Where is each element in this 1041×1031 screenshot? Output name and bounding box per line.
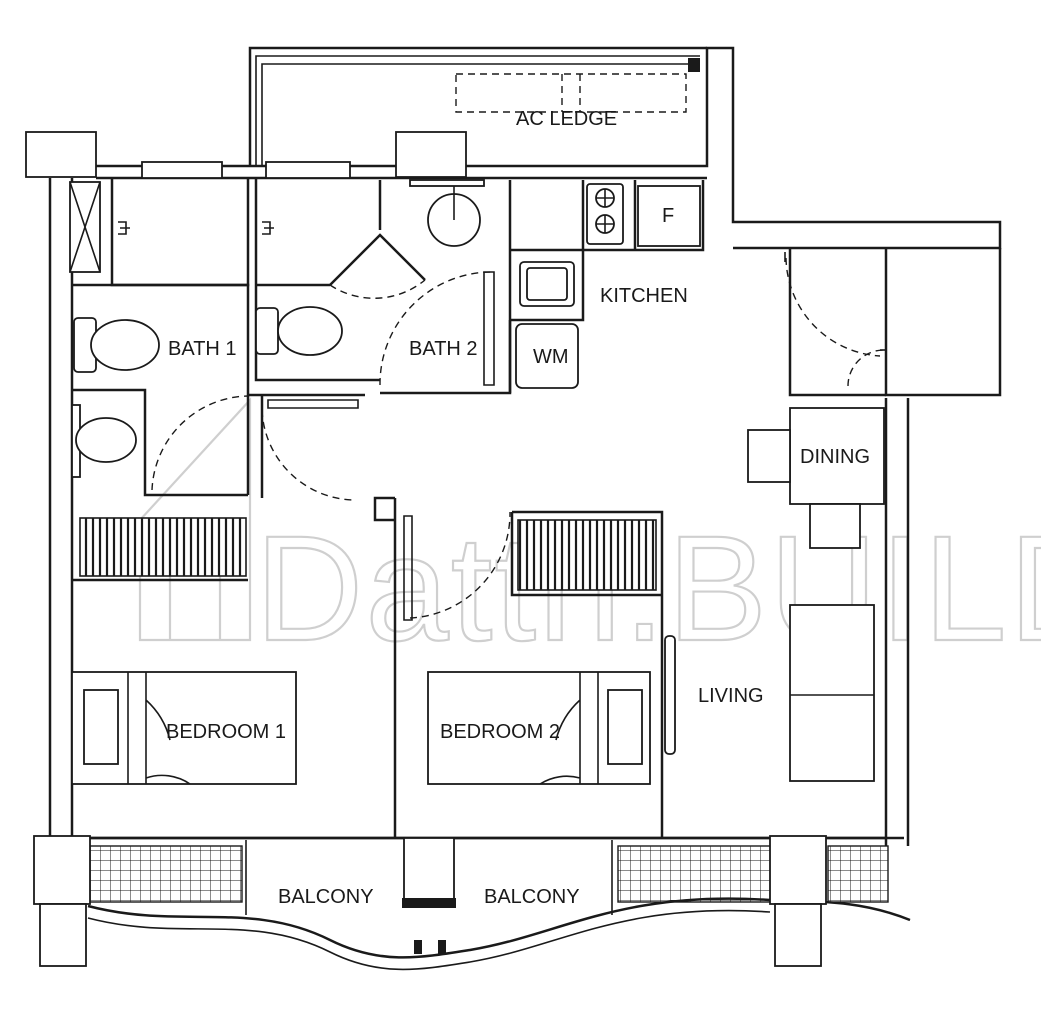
label-ac-ledge: AC LEDGE [516, 108, 617, 130]
bathroom-fixtures [71, 179, 485, 478]
label-bath-2: BATH 2 [409, 338, 478, 360]
label-kitchen: KITCHEN [600, 285, 688, 307]
label-dining: DINING [800, 446, 870, 468]
kitchen-fixtures [515, 183, 701, 389]
door-swings [151, 252, 886, 619]
label-bedroom-1: BEDROOM 1 [166, 721, 286, 743]
beds [71, 671, 651, 785]
ac-ledge [248, 46, 707, 165]
label-balcony-left: BALCONY [278, 886, 374, 908]
balconies [33, 835, 911, 971]
label-fridge: F [662, 205, 674, 227]
label-living: LIVING [698, 685, 764, 707]
wardrobes [79, 517, 657, 591]
room-labels: AC LEDGE BATH 1 BATH 2 KITCHEN DINING LI… [166, 108, 870, 908]
label-balcony-right: BALCONY [484, 886, 580, 908]
label-bath-1: BATH 1 [168, 338, 237, 360]
interior-walls [72, 178, 886, 838]
label-bedroom-2: BEDROOM 2 [440, 721, 560, 743]
dining-living-furniture [664, 407, 885, 782]
label-washing-machine: WM [533, 346, 569, 368]
